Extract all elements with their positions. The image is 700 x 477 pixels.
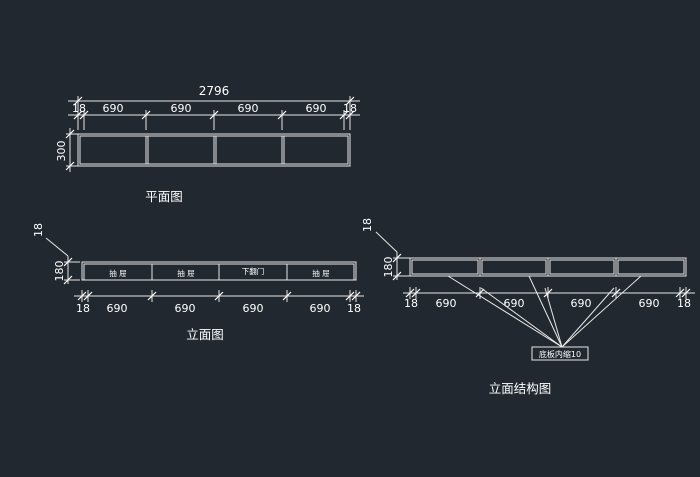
- door-label: 抽 屉: [109, 268, 127, 278]
- elevation-seg-label: 690: [175, 302, 196, 315]
- elevation-height-label: 180: [53, 261, 66, 282]
- elevation-seg-label: 690: [107, 302, 128, 315]
- elevation-top-thickness: 18: [32, 223, 69, 264]
- elevation-view-title: 立面图: [186, 327, 224, 342]
- door-label: 抽 屉: [177, 268, 195, 278]
- plan-overall-dimension: 2796: [68, 84, 360, 112]
- elevation-seg-label: 18: [76, 302, 90, 315]
- structure-segment-dimension: 18 690 690 690 690 18: [403, 287, 695, 310]
- plan-seg-label: 690: [103, 102, 124, 115]
- elevation-cabinet-front: 抽 屉 抽 屉 下翻门 抽 屉: [81, 261, 357, 281]
- structure-seg-label: 690: [436, 297, 457, 310]
- structure-view-title: 立面结构图: [489, 381, 552, 396]
- elevation-segment-dimension: 18 690 690 690 690 18: [74, 290, 364, 315]
- door-label: 下翻门: [242, 267, 265, 276]
- plan-depth-label: 300: [55, 141, 68, 162]
- door-label: 抽 屉: [312, 268, 330, 278]
- elevation-view: 18 180 抽 屉 抽 屉 下翻门 抽 屉: [32, 223, 364, 342]
- plan-view: 2796 18 690 690 690 690 18: [55, 84, 360, 204]
- callout-leader-lines: [447, 275, 642, 348]
- plan-seg-label: 690: [238, 102, 259, 115]
- structure-seg-label: 690: [571, 297, 592, 310]
- structure-seg-label: 18: [404, 297, 418, 310]
- plan-seg-label: 690: [171, 102, 192, 115]
- elevation-seg-label: 690: [243, 302, 264, 315]
- structure-top-thickness-label: 18: [361, 218, 374, 232]
- elevation-height-dimension: 180: [53, 257, 80, 285]
- plan-seg-label: 690: [306, 102, 327, 115]
- callout-note: 底板内缩10: [531, 346, 589, 361]
- elevation-seg-label: 18: [347, 302, 361, 315]
- plan-depth-dimension: 300: [55, 128, 78, 172]
- callout-note-text: 底板内缩10: [539, 349, 581, 359]
- elevation-top-thickness-label: 18: [32, 223, 45, 237]
- structure-view: 18 180: [361, 218, 695, 396]
- structure-seg-label: 18: [677, 297, 691, 310]
- plan-seg-label: 18: [72, 102, 86, 115]
- structure-cabinet-frame: [409, 257, 687, 277]
- elevation-seg-label: 690: [310, 302, 331, 315]
- structure-top-thickness: 18: [361, 218, 398, 260]
- plan-segment-dimension: 18 690 690 690 690 18: [68, 102, 360, 130]
- structure-seg-label: 690: [504, 297, 525, 310]
- plan-cabinet-outline: [77, 133, 351, 167]
- plan-total-width-label: 2796: [199, 84, 230, 98]
- structure-height-dimension: 180: [382, 253, 410, 281]
- structure-height-label: 180: [382, 257, 395, 278]
- plan-view-title: 平面图: [145, 189, 183, 204]
- structure-seg-label: 690: [639, 297, 660, 310]
- plan-seg-label: 18: [343, 102, 357, 115]
